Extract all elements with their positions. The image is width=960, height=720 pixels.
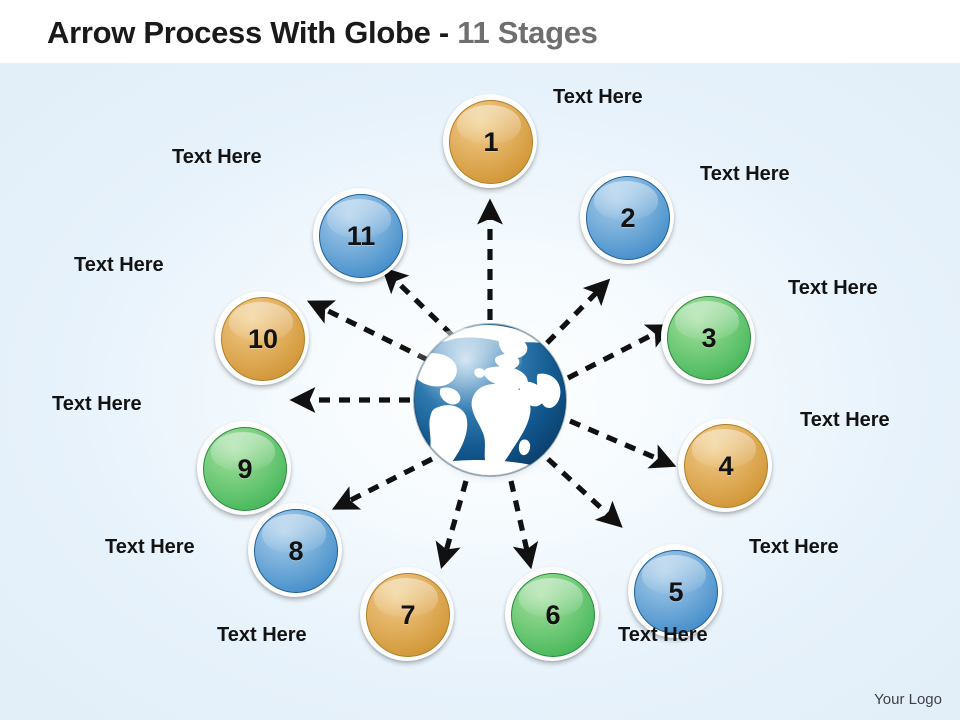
stage-node-7[interactable]: 7 bbox=[360, 567, 454, 661]
stage-label-6: Text Here bbox=[618, 624, 708, 646]
node-disc: 4 bbox=[684, 424, 768, 508]
arrow-to-node-10 bbox=[306, 300, 430, 363]
node-disc: 3 bbox=[667, 296, 751, 380]
node-number: 5 bbox=[668, 576, 684, 607]
stage-node-9[interactable]: 9 bbox=[197, 421, 291, 515]
node-disc: 8 bbox=[254, 509, 338, 593]
stage-label-10: Text Here bbox=[74, 254, 164, 276]
node-number: 6 bbox=[545, 599, 561, 630]
arrow-to-node-2 bbox=[545, 278, 611, 345]
stage-label-1: Text Here bbox=[553, 86, 643, 108]
title-main-text: Arrow Process With Globe bbox=[47, 15, 431, 50]
node-disc: 7 bbox=[366, 573, 450, 657]
page-title: Arrow Process With Globe - 11 Stages bbox=[47, 13, 598, 53]
arrow-to-node-3 bbox=[566, 324, 673, 381]
stage-node-3[interactable]: 3 bbox=[661, 290, 755, 384]
stage-label-8: Text Here bbox=[105, 536, 195, 558]
stage-node-5[interactable]: 5 bbox=[628, 544, 722, 638]
globe-icon bbox=[413, 323, 567, 477]
node-disc: 2 bbox=[586, 176, 670, 260]
stage-label-4: Text Here bbox=[800, 409, 890, 431]
stage-label-2: Text Here bbox=[700, 163, 790, 185]
slide-header: Arrow Process With Globe - 11 Stages bbox=[0, 0, 960, 63]
stage-node-11[interactable]: 11 bbox=[313, 188, 407, 282]
node-number: 8 bbox=[288, 535, 304, 566]
node-number: 11 bbox=[346, 220, 376, 251]
stage-node-6[interactable]: 6 bbox=[505, 567, 599, 661]
stage-node-4[interactable]: 4 bbox=[678, 418, 772, 512]
stage-node-1[interactable]: 1 bbox=[443, 94, 537, 188]
arrow-to-node-4 bbox=[568, 418, 677, 469]
arrow-to-node-7 bbox=[435, 480, 469, 570]
stage-node-2[interactable]: 2 bbox=[580, 170, 674, 264]
stage-node-8[interactable]: 8 bbox=[248, 503, 342, 597]
node-disc: 6 bbox=[511, 573, 595, 657]
node-disc: 11 bbox=[319, 194, 403, 278]
node-disc: 9 bbox=[203, 427, 287, 511]
title-stage-count: 11 bbox=[457, 15, 490, 50]
node-number: 1 bbox=[483, 126, 499, 157]
title-separator: - bbox=[438, 15, 449, 50]
stage-label-9: Text Here bbox=[52, 393, 142, 415]
node-disc: 1 bbox=[449, 100, 533, 184]
node-number: 7 bbox=[400, 599, 416, 630]
stage-label-7: Text Here bbox=[217, 624, 307, 646]
arrow-to-node-6 bbox=[508, 480, 539, 570]
node-number: 10 bbox=[247, 323, 279, 354]
arrow-layer bbox=[289, 198, 677, 570]
node-number: 2 bbox=[620, 202, 636, 233]
arrow-to-node-11 bbox=[381, 266, 454, 337]
node-number: 3 bbox=[701, 322, 717, 353]
diagram-canvas: 1 Text Here 2 Text Here 3 Text Here 4 Te… bbox=[0, 63, 960, 720]
node-disc: 10 bbox=[221, 297, 305, 381]
arrow-to-node-5 bbox=[546, 457, 623, 528]
stage-label-5: Text Here bbox=[749, 536, 839, 558]
globe-graphic bbox=[406, 316, 574, 484]
stage-node-10[interactable]: 10 bbox=[215, 291, 309, 385]
node-disc: 5 bbox=[634, 550, 718, 634]
logo-text: Your Logo bbox=[874, 691, 942, 708]
arrow-to-node-8 bbox=[332, 456, 434, 510]
stage-label-3: Text Here bbox=[788, 277, 878, 299]
title-suffix-text: Stages bbox=[497, 15, 598, 50]
stage-label-11: Text Here bbox=[172, 146, 262, 168]
node-number: 4 bbox=[718, 450, 734, 481]
node-number: 9 bbox=[237, 453, 253, 484]
